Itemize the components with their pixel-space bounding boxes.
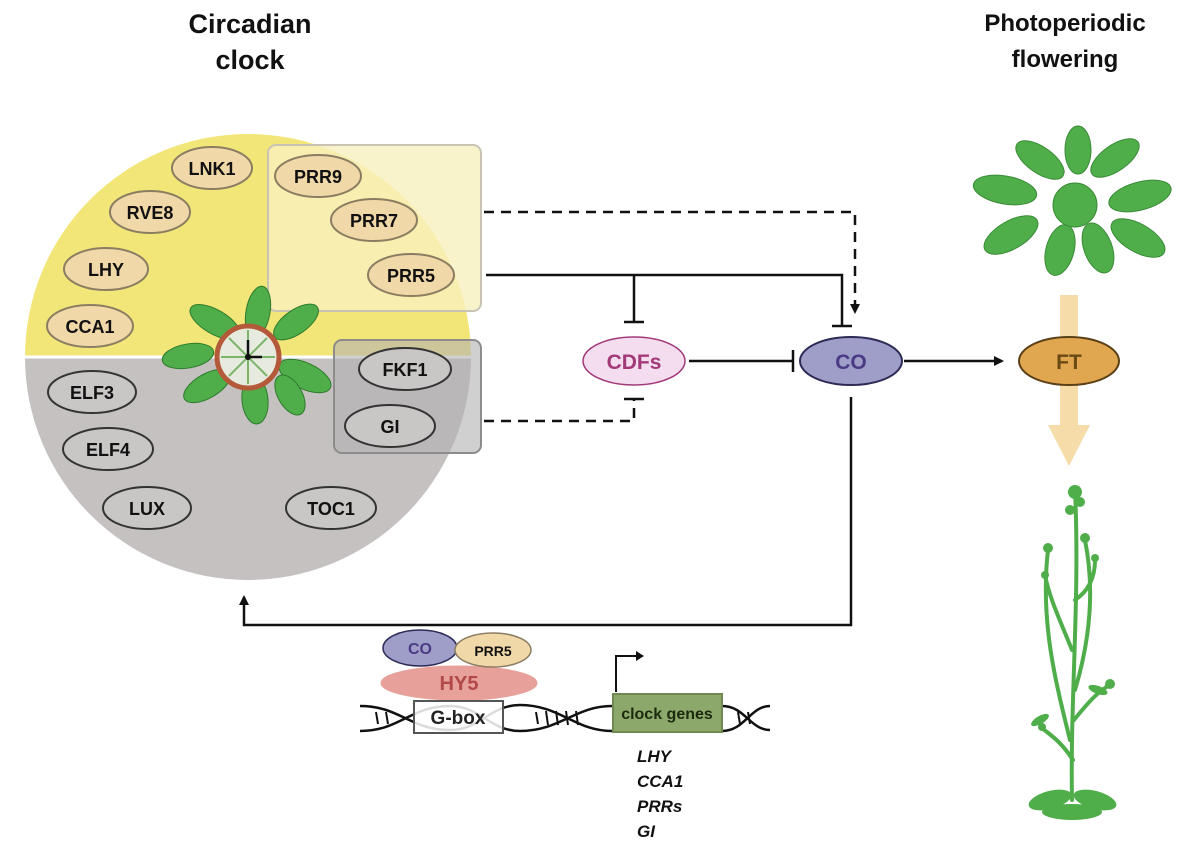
- gene-fkf1-label: FKF1: [383, 360, 428, 380]
- gene-prr9: PRR9: [274, 154, 362, 198]
- gi-to-cdfs-dashed-inhibition: [484, 399, 636, 423]
- gene-elf3: ELF3: [47, 370, 137, 414]
- flowering-plant-icon: [1028, 485, 1117, 820]
- gene-lnk1: LNK1: [171, 146, 253, 190]
- gene-lhy: LHY: [63, 247, 149, 291]
- flowering-title: Photoperiodic flowering: [955, 6, 1175, 78]
- evening-genes: ELF3 ELF4 LUX TOC1: [47, 370, 377, 530]
- gene-toc1-label: TOC1: [307, 499, 355, 519]
- flowering-title-line1: Photoperiodic: [984, 10, 1146, 37]
- node-co: CO: [799, 336, 903, 386]
- node-co-label: CO: [835, 351, 867, 374]
- clock-title: Circadian clock: [150, 6, 350, 78]
- gene-lux: LUX: [102, 486, 192, 530]
- target-gene-lhy: LHY: [637, 747, 671, 766]
- protein-co-label: CO: [408, 641, 432, 658]
- rosette-clock-icon: [161, 285, 332, 425]
- protein-co: CO: [382, 629, 458, 667]
- target-gene-list: LHY CCA1 PRRs GI: [637, 744, 683, 844]
- ft-pale-arrow-head: [1048, 425, 1090, 466]
- gene-gi-label: GI: [380, 417, 399, 437]
- protein-hy5-label: HY5: [440, 673, 479, 695]
- target-gene-cca1: CCA1: [637, 772, 684, 791]
- prr-genes: PRR9 PRR7 PRR5: [274, 154, 455, 297]
- gi-box-genes: FKF1 GI: [344, 347, 452, 448]
- gene-prr7: PRR7: [330, 198, 418, 242]
- gene-prr7-label: PRR7: [350, 211, 398, 231]
- clock-title-line2: clock: [215, 45, 285, 75]
- gene-gi: GI: [344, 404, 436, 448]
- prr5-to-co-inhibition: [486, 273, 844, 326]
- co-to-clock-feedback-arrow: [239, 397, 853, 627]
- protein-prr5: PRR5: [454, 632, 532, 668]
- target-gene-prrs: PRRs: [637, 797, 683, 816]
- clock-genes-label: clock genes: [621, 706, 713, 723]
- gbox-element: G-box: [413, 700, 504, 734]
- gene-toc1: TOC1: [285, 486, 377, 530]
- gene-rve8: RVE8: [109, 190, 191, 234]
- flowering-title-line2: flowering: [1011, 46, 1119, 73]
- clock-title-line1: Circadian: [188, 9, 312, 39]
- gene-elf4: ELF4: [62, 427, 154, 471]
- gene-elf4-label: ELF4: [86, 440, 130, 460]
- gene-cca1: CCA1: [46, 304, 134, 348]
- gene-cca1-label: CCA1: [65, 317, 114, 337]
- gene-fkf1: FKF1: [358, 347, 452, 391]
- gene-lux-label: LUX: [129, 499, 165, 519]
- gene-elf3-label: ELF3: [70, 383, 114, 403]
- node-cdfs: CDFs: [582, 336, 686, 386]
- node-ft-label: FT: [1056, 351, 1082, 374]
- gene-lnk1-label: LNK1: [188, 159, 235, 179]
- protein-hy5: HY5: [380, 665, 538, 701]
- node-cdfs-label: CDFs: [607, 351, 662, 374]
- gene-rve8-label: RVE8: [127, 203, 174, 223]
- gene-prr5-label: PRR5: [387, 266, 435, 286]
- gbox-label: G-box: [431, 708, 486, 729]
- rosette-plant-icon: [972, 125, 1172, 276]
- promoter-complex: HY5 CO PRR5: [380, 629, 538, 701]
- prr-to-co-dashed-arrow: [484, 210, 860, 314]
- gene-prr5: PRR5: [367, 253, 455, 297]
- target-gene-gi: GI: [637, 822, 655, 841]
- gene-prr9-label: PRR9: [294, 167, 342, 187]
- protein-prr5-label: PRR5: [474, 643, 512, 659]
- gene-lhy-label: LHY: [88, 260, 124, 280]
- node-ft: FT: [1018, 336, 1120, 386]
- morning-genes: LNK1 RVE8 LHY CCA1: [46, 146, 253, 348]
- clock-genes-element: clock genes: [612, 651, 723, 733]
- pathway-connectors: [239, 210, 1004, 627]
